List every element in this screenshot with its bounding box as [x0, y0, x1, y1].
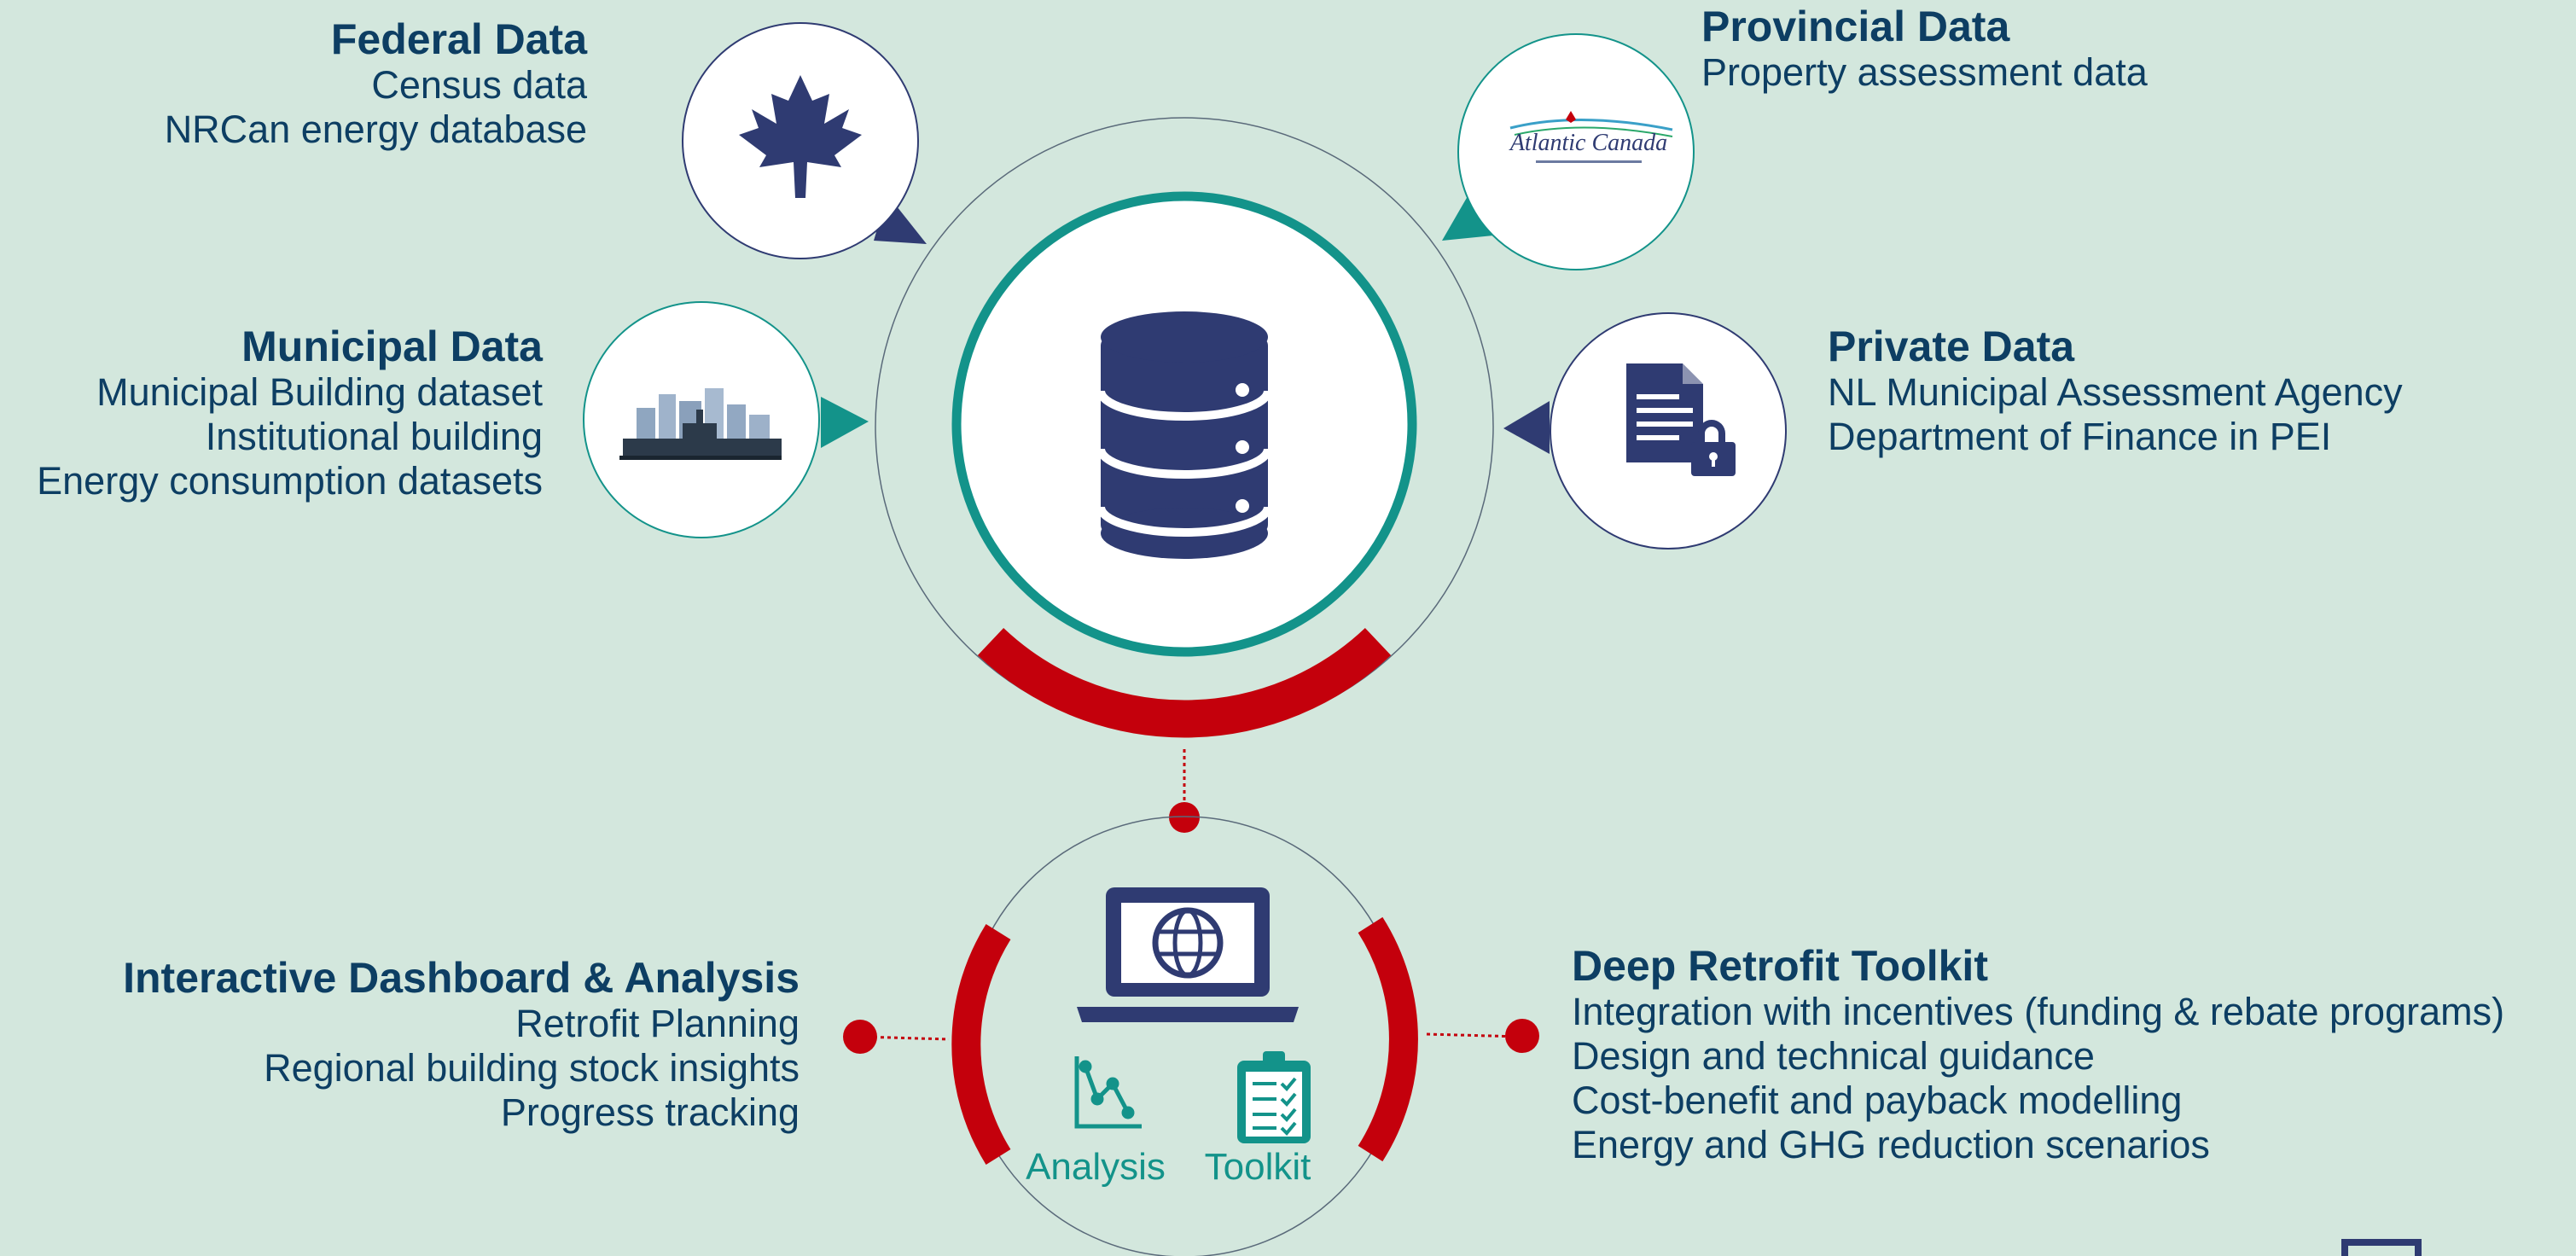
municipal-data-title: Municipal Data: [241, 323, 543, 370]
municipal-data-block: Municipal Data Municipal Building datase…: [37, 323, 543, 503]
dashboard-item: Retrofit Planning: [515, 1002, 800, 1045]
private-pointer: [1503, 401, 1550, 454]
laptop-globe-icon: [1077, 887, 1299, 1022]
provincial-node: [1457, 33, 1695, 270]
toolkit-item: Cost-benefit and payback modelling: [1572, 1079, 2183, 1122]
provincial-data-block: Provincial Data Property assessment data: [1701, 3, 2148, 95]
federal-data-item: NRCan energy database: [164, 108, 587, 151]
federal-data-block: Federal Data Census data NRCan energy da…: [165, 15, 587, 152]
toolkit-block: Deep Retrofit Toolkit Integration with i…: [1572, 942, 2504, 1167]
municipal-data-item: Energy consumption datasets: [37, 459, 543, 503]
toolkit-title: Deep Retrofit Toolkit: [1572, 942, 1988, 990]
connector-dot-top: [1169, 802, 1200, 833]
municipal-pointer: [821, 397, 869, 448]
analysis-caption: Analysis: [1026, 1146, 1166, 1188]
analysis-chart-icon: [1074, 1056, 1142, 1129]
red-arc-top: [977, 628, 1392, 738]
toolkit-caption: Toolkit: [1205, 1146, 1311, 1188]
atlantic-canada-logo: Atlantic Canada: [1509, 111, 1673, 163]
toolkit-item: Design and technical guidance: [1572, 1034, 2095, 1078]
output-ring: [963, 816, 1405, 1256]
corner-icon-partial: [2341, 1239, 2422, 1256]
federal-data-item: Census data: [371, 63, 587, 107]
dashboard-title: Interactive Dashboard & Analysis: [123, 954, 800, 1002]
dashboard-item: Progress tracking: [500, 1090, 800, 1134]
provincial-data-title: Provincial Data: [1701, 3, 2010, 50]
locked-document-icon: [1626, 363, 1736, 476]
provincial-pointer: [1442, 196, 1493, 241]
red-arc-right: [1358, 916, 1418, 1162]
municipal-data-item: Institutional building: [205, 415, 543, 458]
private-data-title: Private Data: [1828, 323, 2075, 370]
toolkit-item: Energy and GHG reduction scenarios: [1572, 1123, 2210, 1166]
dashboard-item: Regional building stock insights: [264, 1046, 800, 1090]
svg-text:Atlantic Canada: Atlantic Canada: [1509, 130, 1667, 156]
connector-dot-left: [843, 1020, 877, 1054]
city-skyline-icon: [619, 388, 782, 460]
private-data-item: NL Municipal Assessment Agency: [1828, 370, 2403, 414]
federal-data-title: Federal Data: [330, 15, 587, 63]
toolkit-item: Integration with incentives (funding & r…: [1572, 990, 2505, 1033]
red-arc-left: [951, 924, 1011, 1165]
private-data-item: Department of Finance in PEI: [1828, 415, 2332, 458]
database-icon: [1096, 311, 1272, 559]
connector-dot-right: [1505, 1019, 1539, 1053]
dashboard-block: Interactive Dashboard & Analysis Retrofi…: [123, 954, 800, 1135]
maple-leaf-icon: [739, 75, 862, 198]
provincial-data-item: Property assessment data: [1701, 50, 2148, 94]
private-data-block: Private Data NL Municipal Assessment Age…: [1828, 323, 2403, 459]
right-connector: [1426, 1032, 1523, 1038]
clipboard-checklist-icon: [1237, 1051, 1311, 1143]
municipal-data-item: Municipal Building dataset: [96, 370, 543, 414]
